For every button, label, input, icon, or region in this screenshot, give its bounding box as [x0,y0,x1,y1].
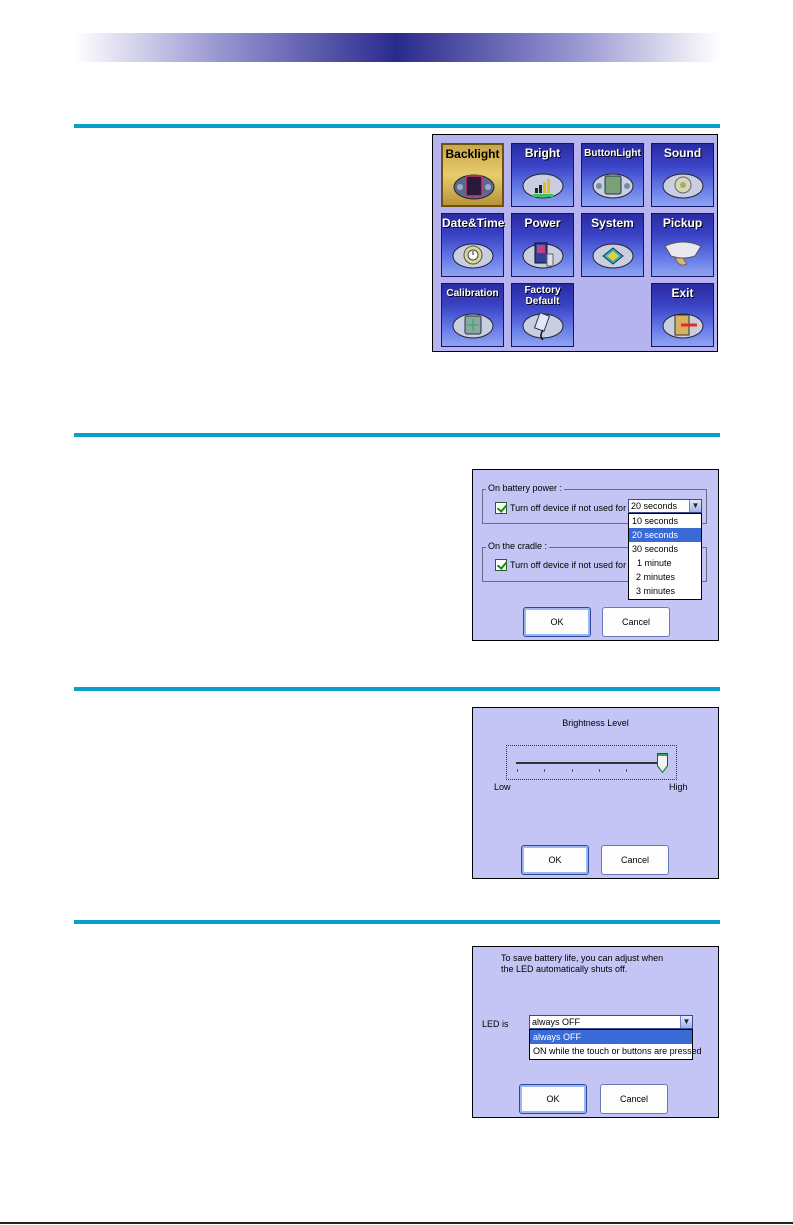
slider-tick [626,769,627,772]
battery-timeout-select[interactable]: 20 seconds ▼ [628,499,702,513]
system-tile[interactable]: System [581,213,644,277]
clock-icon [452,243,494,269]
power-tile[interactable]: Power [511,213,574,277]
settings-menu: Backlight Bright ButtonLight Sound [432,134,718,352]
slider-tick [599,769,600,772]
led-settings-dialog: To save battery life, you can adjust whe… [472,946,719,1118]
brightness-slider[interactable] [506,745,677,780]
tile-label: Bright [524,146,561,160]
led-description-line2: the LED automatically shuts off. [501,964,628,974]
ok-button[interactable]: OK [521,845,589,875]
cancel-button[interactable]: Cancel [600,1084,668,1114]
section-divider [74,920,720,924]
slider-tick [572,769,573,772]
power-icon [522,242,564,269]
dropdown-option[interactable]: 30 seconds [632,544,679,554]
cancel-button[interactable]: Cancel [601,845,669,875]
factory-default-icon [522,312,564,340]
sound-tile[interactable]: Sound [651,143,714,207]
battery-checkbox-label: Turn off device if not used for [510,503,627,513]
led-label: LED is [482,1019,509,1029]
backlight-tile[interactable]: Backlight [441,143,504,207]
brightness-title: Brightness Level [562,718,629,728]
tile-label: Exit [671,286,694,300]
section-divider [74,124,720,128]
pickup-tile[interactable]: Pickup [651,213,714,277]
slider-track [516,762,668,764]
backlight-icon [453,174,495,200]
power-settings-dialog: On battery power : Turn off device if no… [472,469,719,641]
exit-tile[interactable]: Exit [651,283,714,347]
pickup-icon [664,241,702,266]
tile-label: Factory Default [524,285,561,307]
buttonlight-tile[interactable]: ButtonLight [581,143,644,207]
dropdown-option[interactable]: 20 seconds [629,528,701,542]
tile-label: Date&Time [442,216,505,230]
timeout-dropdown-list: 10 seconds 20 seconds 30 seconds 1 minut… [628,513,702,600]
cradle-group: On the cradle : [482,541,707,582]
slider-tick [544,769,545,772]
factory-default-tile[interactable]: Factory Default [511,283,574,347]
section-divider [74,687,720,691]
calibration-icon [452,313,494,339]
tile-label: System [591,216,634,230]
system-icon [592,243,634,269]
tile-label: Backlight [445,147,500,161]
brightness-dialog: Brightness Level Low High OK Cancel [472,707,719,879]
dropdown-option[interactable]: 2 minutes [636,572,676,582]
led-description-line1: To save battery life, you can adjust whe… [501,953,664,963]
calibration-tile[interactable]: Calibration [441,283,504,347]
group-label: On the cradle : [486,541,550,551]
speaker-icon [662,173,704,199]
battery-checkbox[interactable] [495,502,507,514]
group-label: On battery power : [486,483,565,493]
dropdown-option[interactable]: 3 minutes [636,586,676,596]
datetime-tile[interactable]: Date&Time [441,213,504,277]
led-dropdown-list: always OFF ON while the touch or buttons… [529,1029,702,1060]
slider-max-label: High [669,782,688,792]
device-icon [592,173,634,199]
page-bottom-rule [0,1222,793,1224]
slider-thumb[interactable] [657,753,668,773]
dropdown-option[interactable]: always OFF [530,1030,692,1044]
section-divider [74,433,720,437]
battery-power-group: On battery power : [482,483,707,524]
led-mode-select[interactable]: always OFF ▼ [529,1015,693,1029]
tile-label: Power [524,216,561,230]
tile-label: ButtonLight [584,148,641,159]
chevron-down-icon[interactable]: ▼ [680,1016,692,1028]
ok-button[interactable]: OK [519,1084,587,1114]
tile-label: Pickup [662,216,703,230]
header-gradient-bar [74,33,720,62]
select-value: 20 seconds [631,501,678,511]
chevron-down-icon[interactable]: ▼ [689,500,701,512]
tile-label: Sound [663,146,702,160]
cancel-button[interactable]: Cancel [602,607,670,637]
bright-tile[interactable]: Bright [511,143,574,207]
slider-min-label: Low [494,782,511,792]
brightness-icon [522,173,564,199]
dropdown-option[interactable]: 1 minute [637,558,672,568]
slider-tick [517,769,518,772]
dropdown-option[interactable]: 10 seconds [632,516,679,526]
exit-icon [662,313,704,339]
cradle-checkbox-label: Turn off device if not used for [510,560,627,570]
ok-button[interactable]: OK [523,607,591,637]
cradle-checkbox[interactable] [495,559,507,571]
dropdown-option[interactable]: ON while the touch or buttons are presse… [533,1046,702,1056]
tile-label: Calibration [446,288,499,299]
select-value: always OFF [532,1017,581,1027]
